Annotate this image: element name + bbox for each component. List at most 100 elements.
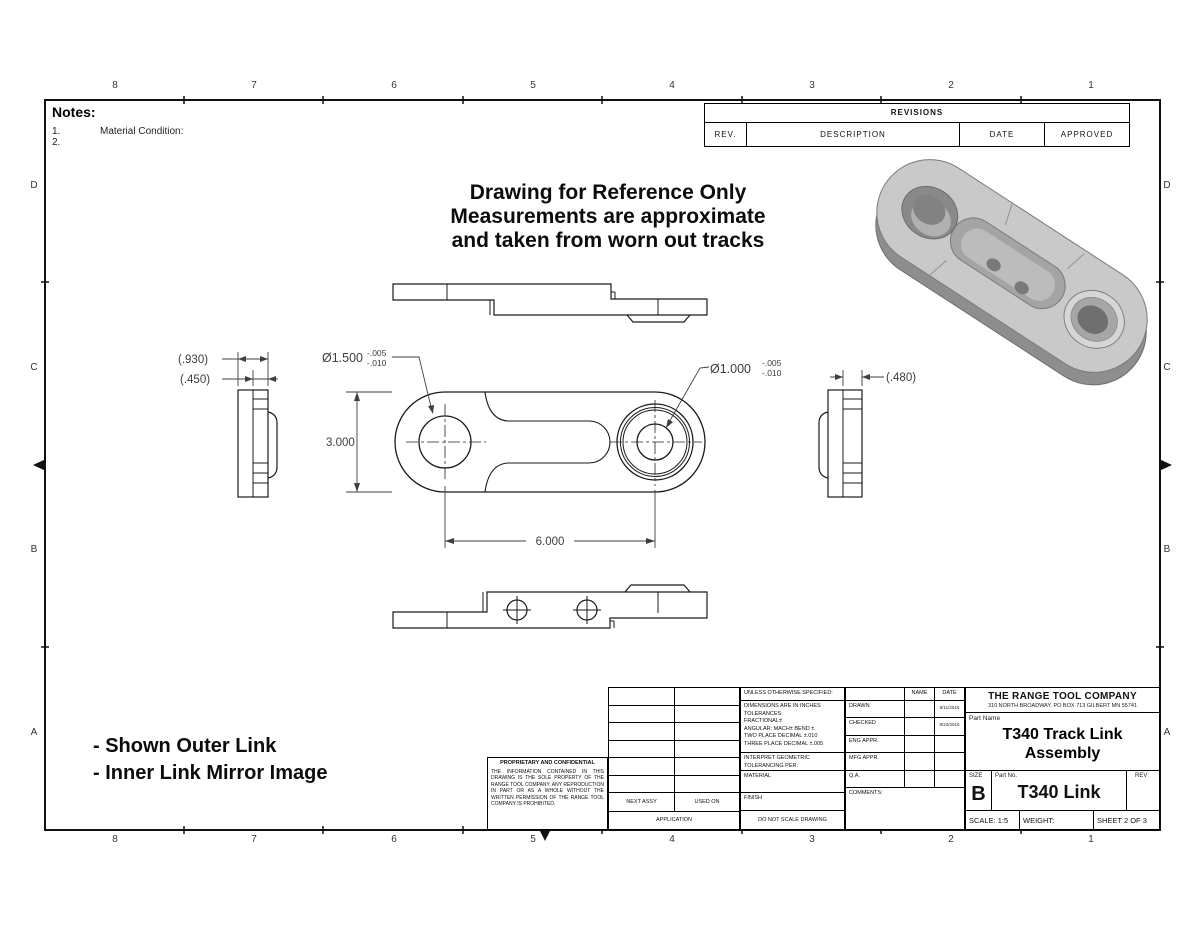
part-no-label: Part No.: [995, 773, 1018, 779]
dimension-annotations: (.930) (.450) Ø1.500 -.005 -.010 Ø1.000 …: [178, 348, 916, 548]
zone-label: 8: [112, 834, 118, 845]
zone-label: 3: [809, 80, 815, 91]
proprietary-title: PROPRIETARY AND CONFIDENTIAL: [500, 760, 595, 766]
zone-label: C: [1163, 362, 1171, 373]
note-number: 2.: [52, 137, 61, 148]
revisions-col-rev: REV.: [714, 130, 737, 139]
top-profile-view: [392, 283, 708, 323]
approval-row-label: MFG APPR.: [849, 755, 879, 762]
approval-row-date: [934, 770, 964, 787]
note-number: 1.: [52, 126, 61, 137]
approvals-col-name: NAME: [904, 688, 934, 700]
dim-left-hole-tol-bot: -.010: [367, 358, 387, 368]
dim-length-label: 6.000: [536, 536, 565, 548]
dim-right-hole-tol-bot: -.010: [762, 368, 782, 378]
reference-note: Drawing for Reference Only Measurements …: [398, 181, 818, 253]
reference-note-line3: and taken from worn out tracks: [451, 229, 765, 252]
zone-label: 3: [809, 834, 815, 845]
dim-outer-width-label: (.930): [178, 354, 208, 366]
comments-label: COMMENTS:: [849, 789, 883, 796]
material-label: MATERIAL: [741, 771, 844, 793]
zone-label: 4: [669, 834, 675, 845]
proprietary-block: PROPRIETARY AND CONFIDENTIAL THE INFORMA…: [487, 757, 608, 830]
revisions-col-approved: APPROVED: [1044, 123, 1129, 147]
approval-row-label: ENG APPR.: [849, 737, 879, 744]
application-label: APPLICATION: [656, 817, 692, 823]
do-not-scale-label: DO NOT SCALE DRAWING: [758, 817, 827, 823]
zone-label: A: [30, 727, 38, 738]
main-plan-view: [394, 391, 706, 493]
approvals-block: NAME DATE DRAWN 8/11/2016 CHECKED 8/23/2…: [845, 687, 965, 830]
zone-label: 1: [1088, 80, 1094, 91]
zone-label: 2: [948, 80, 954, 91]
size-value: B: [971, 783, 986, 805]
dim-left-hole-label: Ø1.500: [322, 351, 363, 365]
approval-row-label: DRAWN: [849, 703, 870, 709]
proprietary-body: THE INFORMATION CONTAINED IN THIS DRAWIN…: [491, 768, 604, 808]
used-on-label: USED ON: [674, 793, 739, 811]
approval-row-date: 8/11/2016: [934, 701, 964, 718]
zone-label: D: [30, 180, 38, 191]
link-note-line1: - Shown Outer Link: [93, 735, 277, 757]
approval-row-date: [934, 753, 964, 770]
zone-label: 1: [1088, 834, 1094, 845]
revisions-title: REVISIONS: [705, 104, 1129, 123]
zone-label: C: [30, 362, 38, 373]
dim-right-hole-label: Ø1.000: [710, 362, 751, 376]
tolerance-line: FRACTIONAL±: [744, 718, 782, 724]
tolerance-line: TOLERANCES:: [744, 710, 783, 717]
zone-label: 7: [251, 834, 257, 845]
zone-label: D: [1163, 180, 1171, 191]
interpret-line: TOLERANCING PER:: [744, 762, 798, 769]
sheet-label: SHEET 2 OF 3: [1093, 811, 1159, 831]
zone-label: 5: [530, 80, 536, 91]
tolerance-line: ANGULAR: MACH± BEND ±: [744, 725, 815, 732]
scale-label: SCALE: 1:5: [969, 816, 1009, 825]
zone-label: 4: [669, 80, 675, 91]
note-text: Material Condition:: [100, 126, 184, 137]
rev-label: REV: [1135, 773, 1148, 779]
zone-label: 2: [948, 834, 954, 845]
bottom-profile-view: [392, 584, 708, 629]
notes-heading: Notes:: [52, 104, 96, 120]
tolerance-line: DIMENSIONS ARE IN INCHES: [744, 703, 821, 709]
zone-label: 6: [391, 80, 397, 91]
application-block: NEXT ASSY USED ON APPLICATION: [608, 687, 740, 830]
reference-note-line1: Drawing for Reference Only: [469, 181, 747, 204]
zone-label: 8: [112, 80, 118, 91]
interpret-line: INTERPRET GEOMETRIC: [744, 755, 810, 761]
revisions-table: REVISIONS REV. DESCRIPTION DATE APPROVED: [704, 103, 1130, 147]
company-address: 310 NORTH BROADWAY. PO BOX 713 GILBERT M…: [987, 703, 1138, 709]
sheet-center-arrows: [33, 459, 1172, 841]
tolerance-line: THREE PLACE DECIMAL ±.005: [744, 740, 824, 747]
dim-height-label: 3.000: [326, 437, 355, 449]
left-side-view: [237, 389, 278, 498]
company-block: THE RANGE TOOL COMPANY 310 NORTH BROADWA…: [965, 687, 1160, 831]
part-name-label: Part Name: [969, 715, 1001, 722]
dim-left-hole-tol-top: -.005: [367, 348, 387, 358]
approval-row-label: Q.A.: [849, 772, 861, 779]
isometric-view: [875, 159, 1148, 386]
zone-label: B: [1163, 544, 1171, 555]
approvals-col-date: DATE: [934, 688, 964, 700]
right-side-view: [818, 389, 863, 498]
revisions-col-date: DATE: [959, 123, 1044, 147]
zone-label: 5: [530, 834, 536, 845]
zone-label: 7: [251, 80, 257, 91]
zone-label: 6: [391, 834, 397, 845]
link-note: - Shown Outer Link - Inner Link Mirror I…: [93, 733, 327, 787]
weight-label: WEIGHT:: [1019, 811, 1093, 831]
zone-label: B: [30, 544, 38, 555]
approval-row-date: [934, 735, 964, 753]
revisions-col-description: DESCRIPTION: [746, 123, 959, 147]
tolerance-line: TWO PLACE DECIMAL ±.010: [744, 733, 818, 739]
approval-row-label: CHECKED: [849, 720, 876, 727]
dim-right-hole-tol-top: -.005: [762, 358, 782, 368]
reference-note-line2: Measurements are approximate: [450, 205, 766, 228]
size-label: SIZE: [969, 773, 983, 779]
zone-label: A: [1163, 727, 1171, 738]
part-name-line1: T340 Track Link: [1002, 726, 1123, 743]
next-assy-label: NEXT ASSY: [626, 799, 657, 805]
